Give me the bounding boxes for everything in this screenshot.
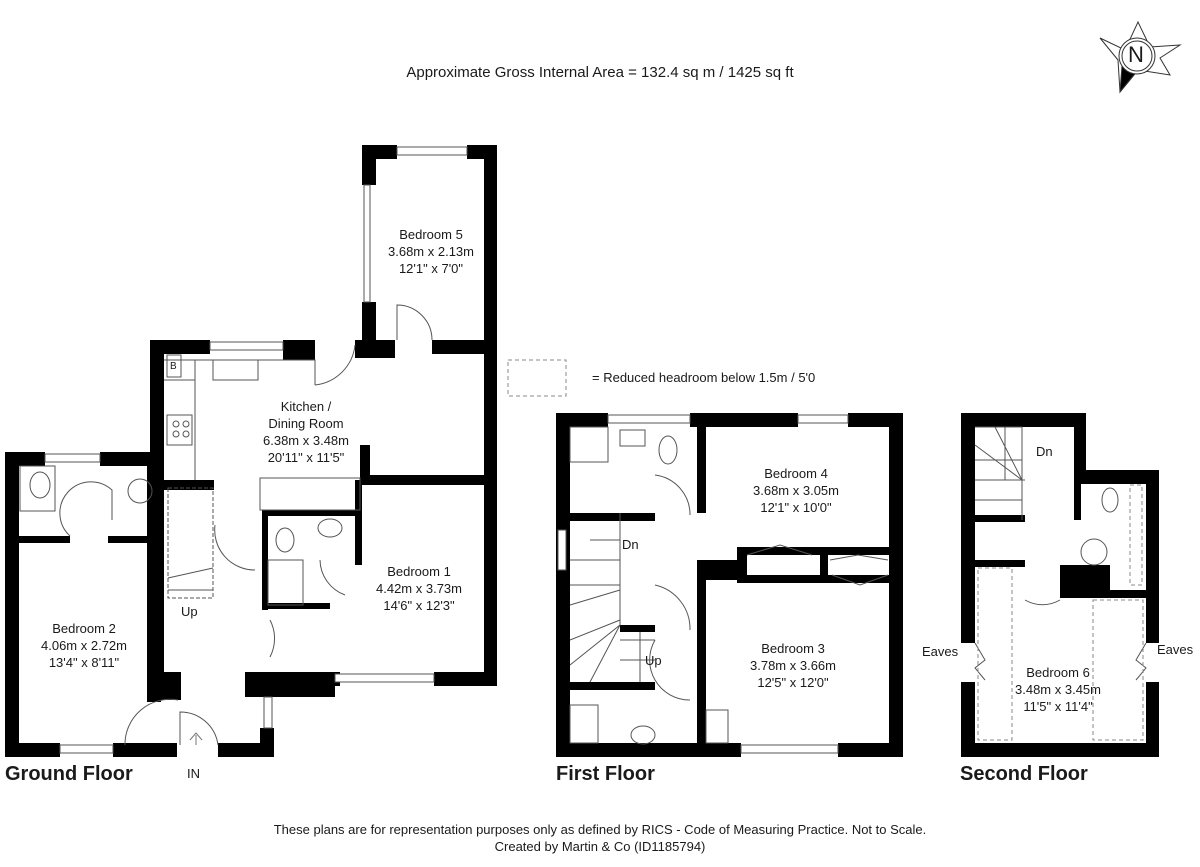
room-bedroom-6: Bedroom 6 3.48m x 3.45m 11'5" x 11'4" — [1015, 665, 1101, 714]
gross-area-title: Approximate Gross Internal Area = 132.4 … — [406, 64, 794, 81]
hall-walls — [218, 480, 497, 757]
window — [396, 146, 468, 156]
second-floor-label: Second Floor — [960, 763, 1088, 785]
north-compass-icon — [1099, 20, 1182, 94]
window — [797, 414, 849, 424]
room-kitchen-dining: Kitchen / Dining Room 6.38m x 3.48m 20'1… — [263, 399, 349, 465]
window — [263, 696, 273, 729]
room-bedroom-1: Bedroom 1 4.42m x 3.73m 14'6" x 12'3" — [376, 564, 462, 613]
second-floor-walls — [961, 413, 1159, 757]
window — [607, 414, 691, 424]
ground-floor-label: Ground Floor — [5, 763, 133, 785]
first-floor-label: First Floor — [556, 763, 655, 785]
window — [209, 341, 284, 351]
eaves-left-label: Eaves — [922, 644, 959, 659]
bedroom-5-walls — [355, 145, 497, 685]
first-floor-walls — [556, 413, 903, 757]
boiler-label: B — [170, 361, 177, 372]
window — [59, 744, 114, 754]
footer: These plans are for representation purpo… — [0, 821, 1200, 855]
eaves-right-label: Eaves — [1157, 642, 1194, 657]
first-stairs-down-label: Dn — [622, 537, 639, 552]
second-stairs-down-label: Dn — [1036, 444, 1053, 459]
room-bedroom-4: Bedroom 4 3.68m x 3.05m 12'1" x 10'0" — [753, 466, 839, 515]
room-bedroom-2: Bedroom 2 4.06m x 2.72m 13'4" x 8'11" — [41, 621, 127, 670]
window — [740, 744, 839, 754]
window — [44, 453, 101, 463]
compass-north-letter: N — [1128, 42, 1144, 67]
room-bedroom-3: Bedroom 3 3.78m x 3.66m 12'5" x 12'0" — [750, 641, 836, 690]
stairs-up-label: Up — [181, 604, 198, 619]
legend-text: = Reduced headroom below 1.5m / 5'0 — [592, 370, 816, 385]
entrance-label: IN — [187, 766, 200, 781]
window — [557, 529, 567, 571]
footer-credit: Created by Martin & Co (ID1185794) — [494, 839, 706, 854]
first-stairs-up-label: Up — [645, 653, 662, 668]
sliding-door — [363, 184, 371, 303]
footer-disclaimer: These plans are for representation purpo… — [273, 822, 927, 837]
entrance-arrow-icon — [189, 732, 203, 745]
window — [334, 673, 435, 683]
bedroom-2-walls — [5, 452, 181, 757]
room-bedroom-5: Bedroom 5 3.68m x 2.13m 12'1" x 7'0" — [388, 227, 474, 276]
